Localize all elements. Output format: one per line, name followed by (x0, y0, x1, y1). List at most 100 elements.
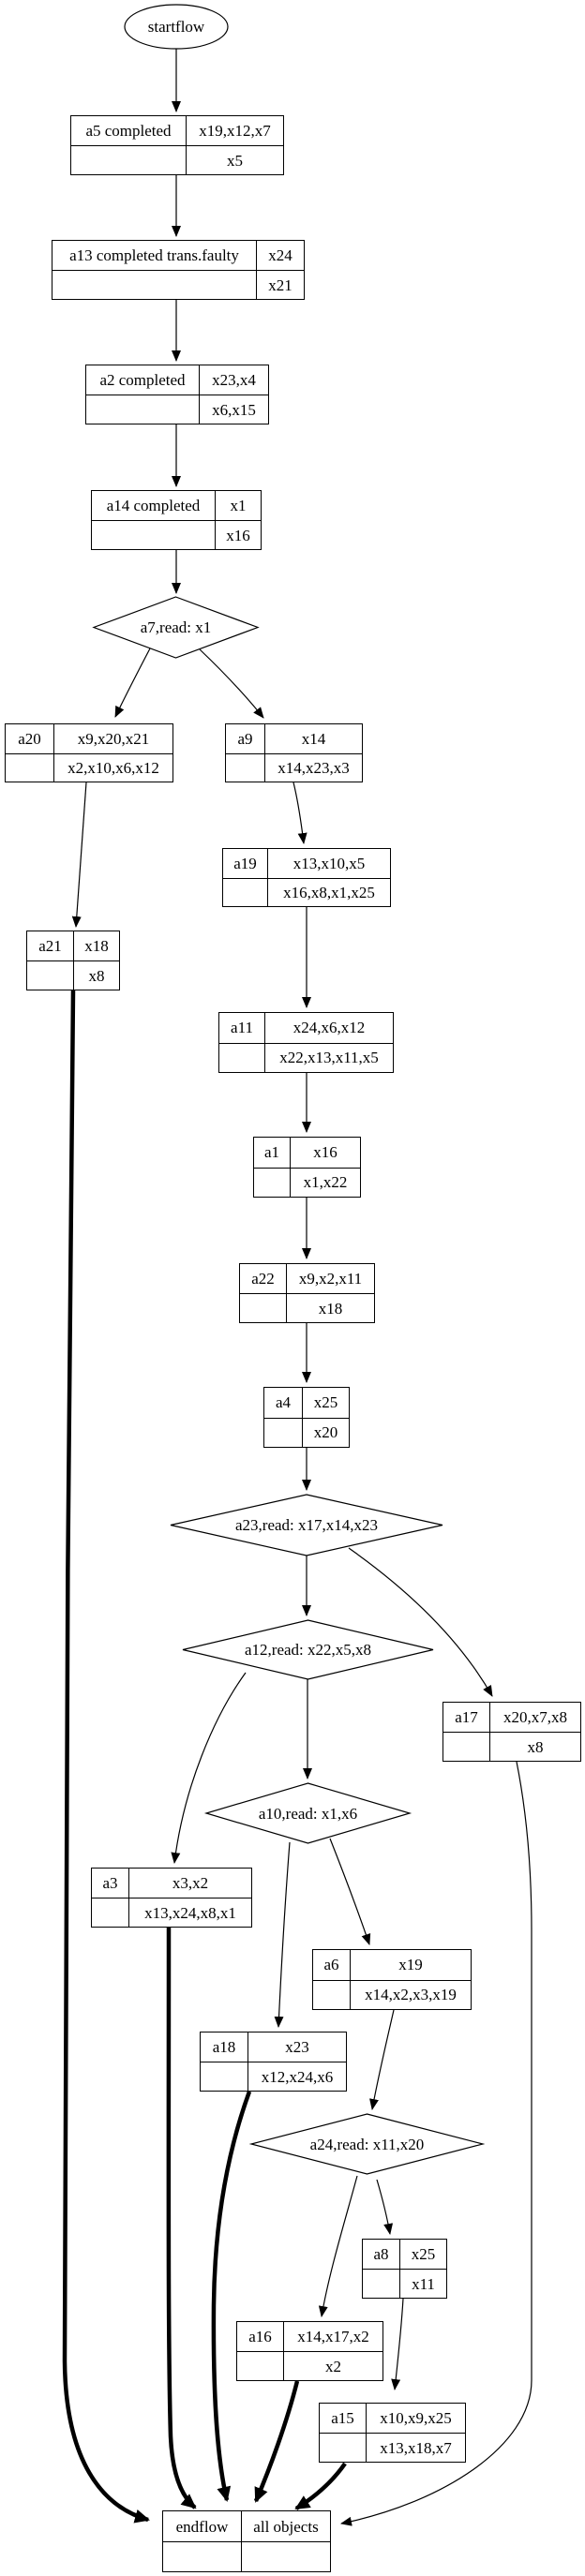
node-a1: a1 x16 x1,x22 (253, 1137, 361, 1198)
activity-label: a17 (443, 1703, 490, 1732)
read-set: all objects (253, 2517, 319, 2536)
read-set: x19,x12,x7 (199, 122, 271, 140)
node-a6: a6 x19 x14,x2,x3,x19 (312, 1949, 472, 2010)
activity-label: a9 (226, 724, 265, 753)
write-set: x12,x24,x6 (248, 2062, 346, 2091)
node-a15: a15 x10,x9,x25 x13,x18,x7 (319, 2403, 466, 2463)
activity-label: a14 completed (92, 491, 216, 520)
read-set: x9,x20,x21 (77, 729, 150, 748)
node-endflow: endflow all objects (162, 2510, 331, 2572)
edge-a16-endflow (253, 2380, 300, 2503)
node-a18: a18 x23 x12,x24,x6 (200, 2032, 347, 2092)
write-set: x6,x15 (200, 395, 268, 424)
empty-cell (226, 752, 265, 782)
edge-a7-a20 (114, 648, 151, 718)
read-set: x18 (84, 937, 109, 955)
activity-label: a21 (27, 931, 74, 960)
decision-a24-label: a24,read: x11,x20 (309, 2135, 425, 2153)
edge-a10-a18 (274, 1841, 291, 2028)
edge-a21-endflow (62, 990, 150, 2524)
write-set: x8 (490, 1732, 580, 1761)
activity-label: a22 (240, 1264, 287, 1293)
edge-a17-endflow (340, 1761, 532, 2526)
edge-a3-endflow (166, 1927, 197, 2509)
read-set: x3,x2 (172, 1874, 209, 1892)
node-a20: a20 x9,x20,x21 x2,x10,x6,x12 (5, 723, 173, 782)
activity-label: a20 (6, 724, 54, 753)
empty-cell (223, 877, 268, 906)
write-set: x2 (284, 2351, 382, 2380)
activity-label: a1 (254, 1138, 291, 1168)
activity-label: endflow (163, 2511, 242, 2541)
activity-label: a6 (313, 1950, 351, 1980)
empty-cell (254, 1167, 291, 1197)
activity-label: a19 (223, 849, 268, 878)
edge-a7-a9 (199, 648, 264, 719)
edge-a9-a19 (292, 782, 308, 844)
write-set: x16,x8,x1,x25 (268, 877, 390, 907)
read-set: x16 (313, 1143, 338, 1162)
activity-label: a3 (92, 1869, 129, 1898)
read-set: x24,x6,x12 (292, 1019, 366, 1037)
write-set: x21 (257, 270, 304, 299)
read-set: x25 (313, 1393, 338, 1412)
empty-cell (313, 1979, 351, 2009)
node-a9: a9 x14 x14,x23,x3 (225, 723, 363, 782)
empty-cell (27, 960, 74, 990)
edge-a10-a6 (329, 1838, 371, 1945)
write-set: x16 (216, 520, 261, 549)
write-set: x1,x22 (291, 1167, 360, 1198)
write-set: x14,x2,x3,x19 (351, 1979, 471, 2010)
node-a5: a5 completed x19,x12,x7 x5 (70, 115, 284, 175)
empty-cell (92, 1898, 129, 1927)
activity-label: a15 (320, 2404, 367, 2433)
edge-a18-endflow (211, 2091, 252, 2502)
read-set: x20,x7,x8 (503, 1708, 567, 1726)
decision-a10-shape (203, 1782, 412, 1844)
read-set: x23,x4 (212, 371, 256, 389)
empty-cell (71, 145, 187, 174)
read-set: x14,x17,x2 (297, 2328, 369, 2345)
empty-cell (92, 520, 216, 549)
node-a11: a11 x24,x6,x12 x22,x13,x11,x5 (218, 1012, 394, 1073)
write-set (242, 2541, 330, 2571)
node-a16: a16 x14,x17,x2 x2 (236, 2321, 383, 2381)
node-a17: a17 x20,x7,x8 x8 (442, 1702, 581, 1762)
decision-a7-shape (92, 596, 260, 659)
decision-a12-label: a12,read: x22,x5,x8 (244, 1641, 372, 1659)
node-a4: a4 x25 x20 (263, 1387, 350, 1448)
edge-a15-endflow (294, 2462, 347, 2510)
empty-cell (163, 2541, 242, 2571)
decision-a23-label: a23,read: x17,x14,x23 (234, 1516, 379, 1534)
node-a2: a2 completed x23,x4 x6,x15 (85, 365, 269, 424)
empty-cell (240, 1293, 287, 1322)
read-set: x23 (285, 2038, 309, 2056)
node-a13: a13 completed trans.faulty x24 x21 (52, 240, 305, 300)
write-set: x8 (74, 960, 119, 990)
decision-a24-shape (248, 2113, 486, 2175)
empty-cell (237, 2351, 284, 2380)
read-set: x25 (411, 2245, 436, 2263)
activity-label: a16 (237, 2322, 284, 2351)
read-set: x10,x9,x25 (380, 2409, 452, 2427)
start-node-label: startflow (147, 18, 205, 36)
node-a8: a8 x25 x11 (362, 2239, 447, 2299)
decision-a10-label: a10,read: x1,x6 (258, 1804, 358, 1823)
activity-label: a18 (201, 2033, 248, 2062)
edge-a8-a15 (391, 2298, 404, 2390)
empty-cell (6, 752, 54, 782)
edge-a24-a16 (318, 2175, 358, 2317)
write-set: x14,x23,x3 (265, 752, 362, 782)
empty-cell (86, 395, 200, 424)
edge-a24-a8 (376, 2179, 394, 2235)
node-a19: a19 x13,x10,x5 x16,x8,x1,x25 (222, 848, 391, 907)
activity-label: a11 (219, 1013, 265, 1043)
activity-label: a4 (264, 1388, 303, 1418)
edge-a6-a24 (369, 2009, 395, 2110)
edge-a12-a3 (171, 1672, 247, 1864)
node-a21: a21 x18 x8 (26, 931, 120, 990)
empty-cell (443, 1732, 490, 1761)
read-set: x19 (398, 1956, 423, 1974)
read-set: x13,x10,x5 (292, 854, 366, 872)
